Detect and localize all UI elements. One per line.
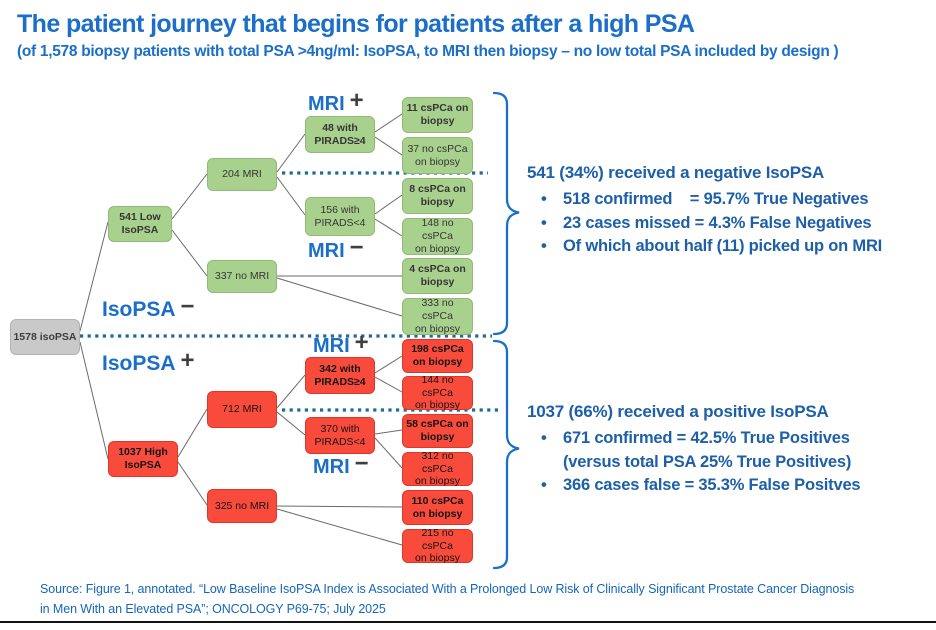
label-text: IsoPSA (102, 352, 176, 375)
annotation-negative: 541 (34%) received a negative IsoPSA 518… (527, 161, 929, 259)
title-block: The patient journey that begins for pati… (17, 8, 927, 61)
annotation-bullet: 23 cases missed = 4.3% False Negatives (527, 212, 929, 236)
annotation-positive-heading: 1037 (66%) received a positive IsoPSA (527, 402, 829, 421)
annotation-positive-list: 671 confirmed = 42.5% True Positives (ve… (527, 427, 929, 498)
leaf-110-cspca: 110 csPCa on biopsy (402, 490, 473, 525)
label-text: MRI (313, 335, 350, 357)
leaf-312-no-cspca: 312 no csPCa on biopsy (402, 450, 473, 487)
leaf-148-no-cspca: 148 no csPCa on biopsy (402, 217, 473, 255)
label-text: MRI (308, 93, 345, 115)
leaf-333-no-cspca: 333 no csPCa on biopsy (402, 297, 473, 335)
leaf-37-no-cspca: 37 no csPCa on biopsy (402, 137, 473, 174)
label-mri-positive-top: MRI+ (308, 87, 364, 117)
plus-sign: + (180, 347, 195, 374)
annotation-negative-heading: 541 (34%) received a negative IsoPSA (527, 163, 825, 182)
leaf-8-cspca: 8 csPCa on biopsy (402, 178, 473, 214)
node-712-mri: 712 MRI (207, 391, 277, 428)
page-title: The patient journey that begins for pati… (17, 10, 695, 38)
plus-sign: + (354, 329, 369, 356)
leaf-198-cspca: 198 csPCa on biopsy (402, 339, 473, 373)
node-342-pirads-ge4: 342 with PIRADS≥4 (305, 357, 375, 394)
minus-sign: − (349, 234, 364, 261)
label-text: MRI (313, 456, 350, 478)
annotation-negative-list: 518 confirmed = 95.7% True Negatives 23 … (527, 188, 929, 259)
annotation-bullet: 518 confirmed = 95.7% True Negatives (527, 188, 929, 212)
label-mri-positive-bottom: MRI+ (313, 329, 369, 359)
leaf-11-cspca: 11 csPCa on biopsy (402, 97, 473, 133)
brace-positive (492, 339, 520, 570)
bottom-rule (0, 621, 936, 623)
node-541-low-isopsa: 541 Low IsoPSA (108, 206, 172, 242)
leaf-4-cspca: 4 csPCa on biopsy (402, 258, 473, 294)
label-isopsa-negative: IsoPSA− (102, 293, 195, 323)
source-note: Source: Figure 1, annotated. “Low Baseli… (40, 582, 855, 616)
leaf-215-no-cspca: 215 no csPCa on biopsy (402, 527, 473, 564)
node-1578-isopsa: 1578 isoPSA (10, 319, 80, 355)
page-subtitle: (of 1,578 biopsy patients with total PSA… (17, 43, 839, 60)
tree-connectors (79, 113, 403, 546)
annotation-bullet: Of which about half (11) picked up on MR… (527, 235, 929, 259)
label-text: IsoPSA (102, 298, 176, 321)
node-156-pirads-lt4: 156 with PIRADS<4 (305, 197, 375, 236)
annotation-bullet: 366 cases false = 35.3% False Positves (527, 474, 929, 498)
node-337-no-mri: 337 no MRI (207, 260, 277, 293)
node-370-pirads-lt4: 370 with PIRADS<4 (305, 417, 375, 454)
dotted-divider-lines (80, 171, 502, 412)
leaf-58-cspca: 58 csPCa on biopsy (402, 414, 473, 448)
label-text: MRI (308, 240, 345, 262)
minus-sign: − (354, 450, 369, 477)
node-204-mri: 204 MRI (207, 158, 277, 191)
node-1037-high-isopsa: 1037 High IsoPSA (108, 441, 178, 477)
label-mri-negative-top: MRI− (308, 234, 364, 264)
annotation-bullet: 671 confirmed = 42.5% True Positives (ve… (527, 427, 929, 474)
annotation-positive: 1037 (66%) received a positive IsoPSA 67… (527, 400, 929, 498)
minus-sign: − (180, 293, 195, 320)
brace-negative (492, 91, 520, 336)
node-48-pirads-ge4: 48 with PIRADS≥4 (305, 116, 375, 153)
node-325-no-mri: 325 no MRI (207, 489, 277, 523)
label-mri-negative-bottom: MRI− (313, 450, 369, 480)
plus-sign: + (349, 87, 364, 114)
leaf-144-no-cspca: 144 no csPCa on biopsy (402, 374, 473, 411)
label-isopsa-positive: IsoPSA+ (102, 347, 195, 377)
